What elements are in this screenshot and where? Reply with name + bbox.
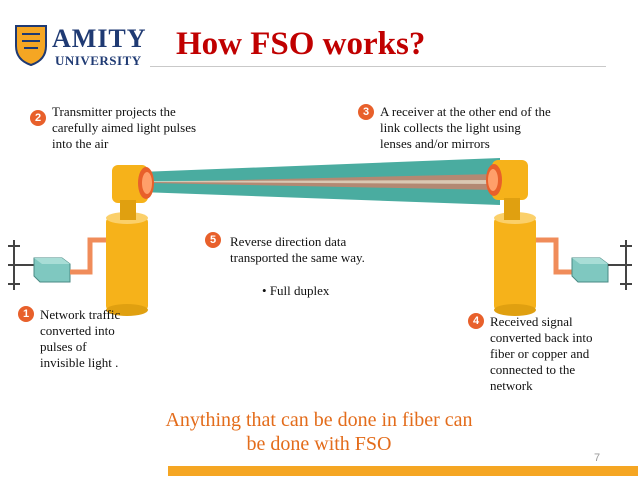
title-divider (150, 66, 606, 67)
bullet-text: Full duplex (269, 283, 330, 298)
step-4-text: Received signal converted back into fibe… (490, 314, 593, 393)
step-1-text: Network traffic converted into pulses of… (40, 307, 121, 370)
step-5-badge: 5 (205, 232, 221, 248)
bullet-item: • Full duplex (262, 283, 330, 298)
step-3-badge: 3 (358, 104, 374, 120)
step-1-badge: 1 (18, 306, 34, 322)
footer-bar (168, 466, 638, 476)
step-2-text: Transmitter projects the carefully aimed… (52, 104, 197, 151)
logo-subtitle: UNIVERSITY (55, 53, 142, 68)
transmitter-icon (106, 165, 154, 316)
step-5-text: Reverse direction data transported the s… (230, 234, 365, 265)
tagline: Anything that can be done in fiber can b… (165, 409, 473, 455)
receiver-icon (486, 160, 536, 316)
left-network-node-icon (8, 240, 71, 290)
step-5-bullets: • Full duplex (262, 267, 329, 315)
logo-wordmark: AMITY (52, 24, 147, 53)
crest-icon (15, 25, 47, 67)
beam-highlight (150, 180, 495, 184)
right-cable (536, 237, 572, 275)
step-3-text: A receiver at the other end of the link … (380, 104, 551, 151)
slide-title: How FSO works? (176, 26, 426, 62)
page-number: 7 (594, 452, 601, 464)
left-cable (70, 237, 108, 275)
step-2-badge: 2 (30, 110, 46, 126)
amity-logo (12, 22, 152, 72)
right-network-node-icon (571, 240, 632, 290)
step-4-badge: 4 (468, 313, 484, 329)
